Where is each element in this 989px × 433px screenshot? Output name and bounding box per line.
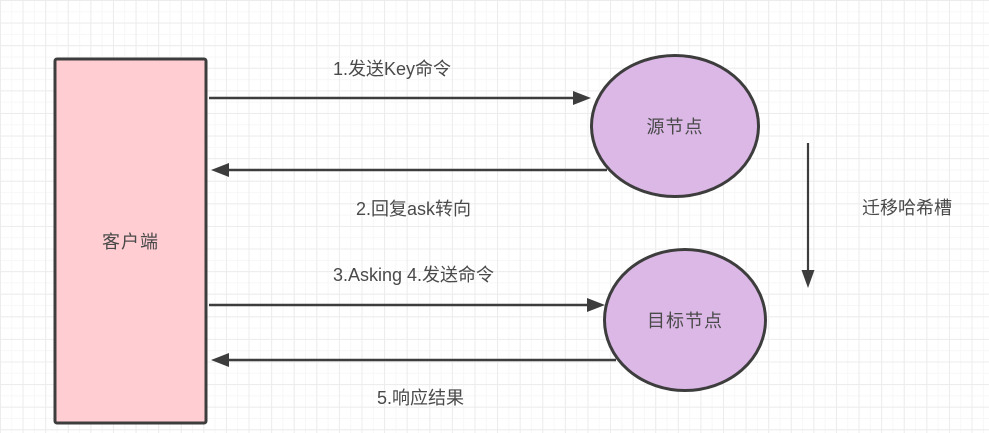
arrowhead-right-icon [587, 298, 605, 312]
client-node-rect [53, 57, 208, 425]
arrow-ask-redirect [211, 163, 607, 177]
arrowhead-right-icon [573, 91, 591, 105]
arrowhead-left-icon [211, 353, 229, 367]
arrow-migrate-slot [801, 143, 815, 288]
arrow-send-key [209, 91, 591, 105]
source-node-ellipse [590, 54, 760, 198]
arrow-response [211, 353, 616, 367]
target-node-ellipse [603, 248, 767, 392]
arrowhead-left-icon [211, 163, 229, 177]
arrow-asking-send [209, 298, 605, 312]
arrowhead-down-icon [801, 270, 815, 288]
